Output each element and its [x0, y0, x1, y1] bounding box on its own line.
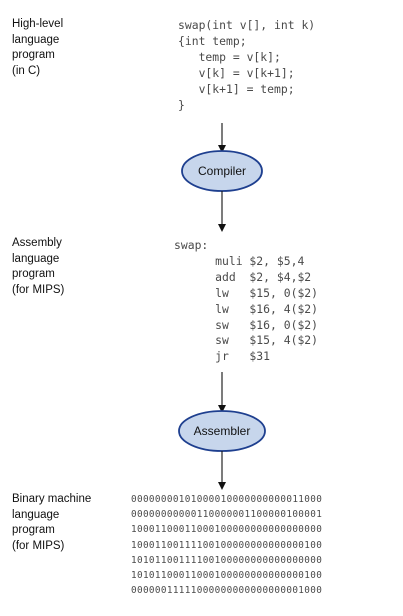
assembly-program-label: Assembly language program (for MIPS) — [12, 237, 65, 296]
c-program-label: High-level language program (in C) — [12, 18, 64, 77]
c-source-code: swap(int v[], int k) {int temp; temp = v… — [178, 18, 316, 112]
binary-program-label: Binary machine language program (for MIP… — [12, 493, 92, 552]
binary-machine-code: 00000000101000010000000000011000 0000000… — [131, 494, 323, 597]
compiler-label: Compiler — [198, 164, 246, 178]
compiler-oval: Compiler — [181, 150, 263, 192]
assembler-oval: Assembler — [178, 410, 266, 452]
assembly-source-code: swap: muli $2, $5,4 add $2, $4,$2 lw $15… — [174, 238, 319, 364]
assembler-label: Assembler — [194, 424, 251, 438]
